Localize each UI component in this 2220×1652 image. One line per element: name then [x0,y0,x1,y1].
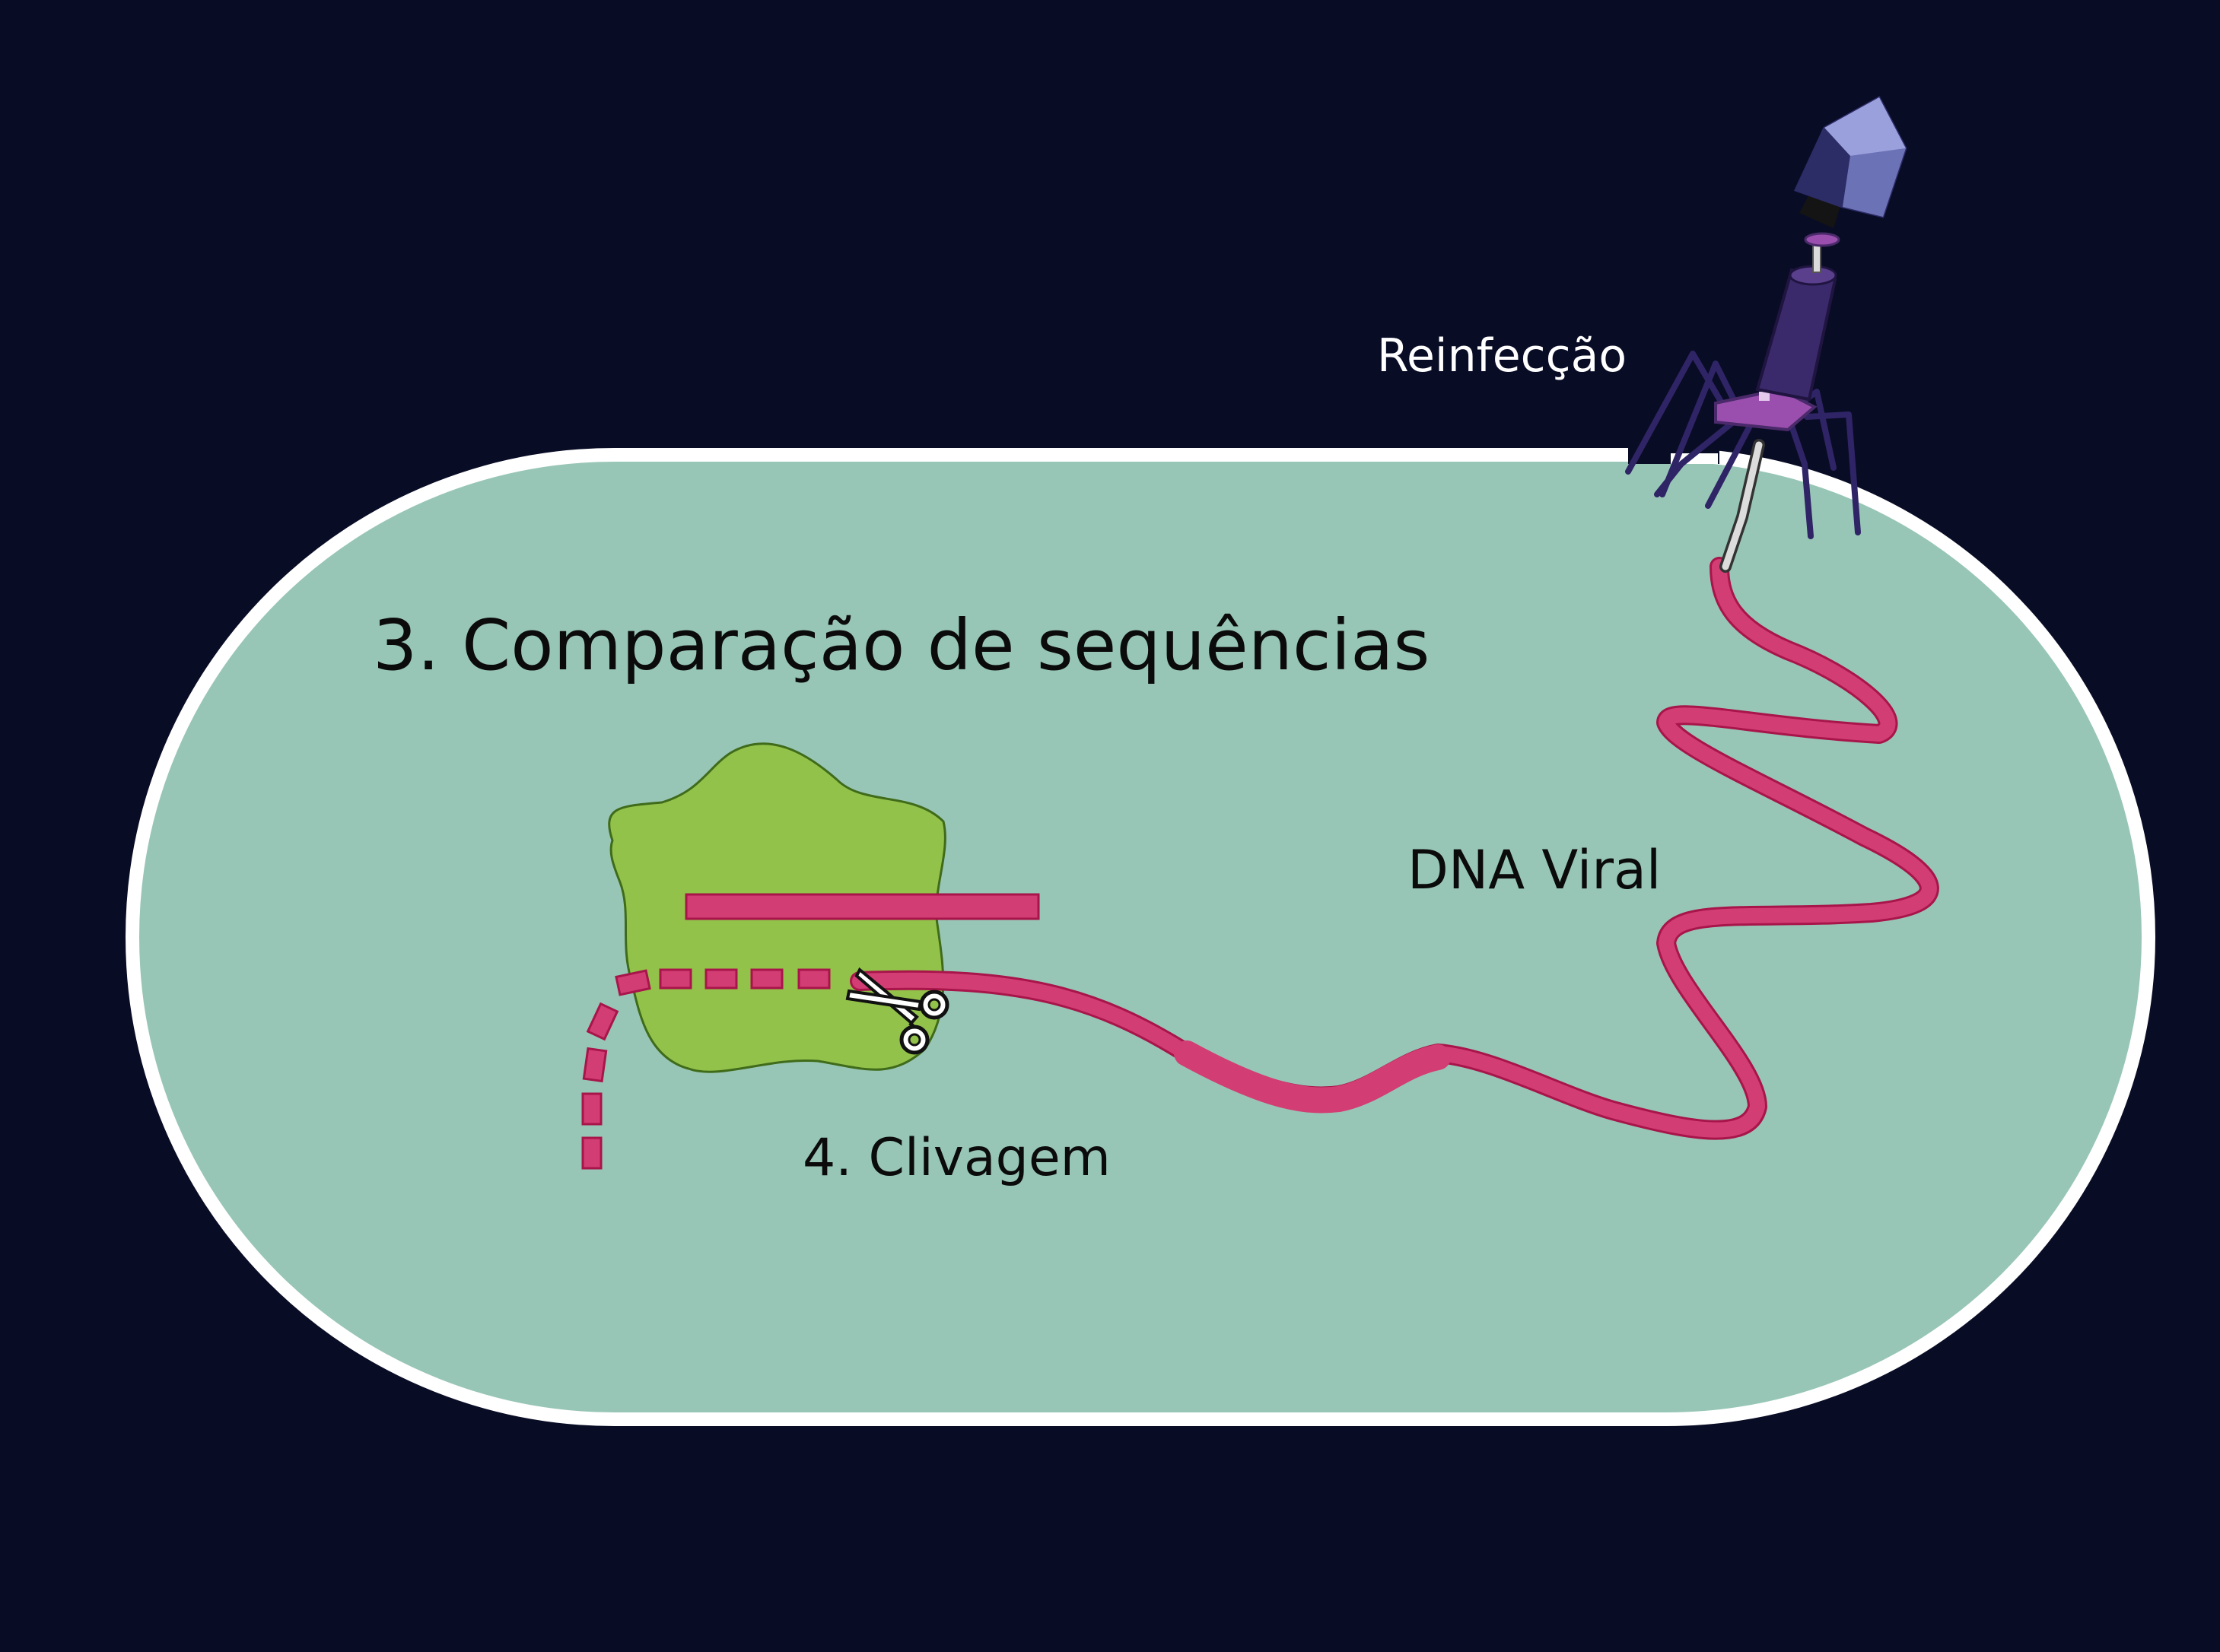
dna-fragment [750,968,784,990]
dna-fragment [586,1002,619,1041]
dna-fragment [704,968,738,990]
dna-fragment [581,1092,603,1126]
sequence-comparison-label: 3. Comparação de sequências [373,605,1430,686]
bacteriophage-icon [1625,95,1907,573]
cleavage-label: 4. Clivagem [803,1128,1111,1188]
viral-dna-ribbon-twist [1174,1040,1451,1114]
viral-dna-label: DNA Viral [1407,839,1661,901]
dna-fragment [615,969,651,996]
scissors-icon [845,967,949,1055]
cleaved-dna-fragments [581,968,831,1170]
dna-fragment [582,1047,608,1083]
dna-fragment [659,968,692,990]
bacterial-cell [126,448,2155,1426]
dna-fragment [581,1136,603,1170]
guide-rna-strand [685,893,1040,920]
dna-fragment [797,968,831,990]
reinfection-label: Reinfecção [1377,329,1627,383]
